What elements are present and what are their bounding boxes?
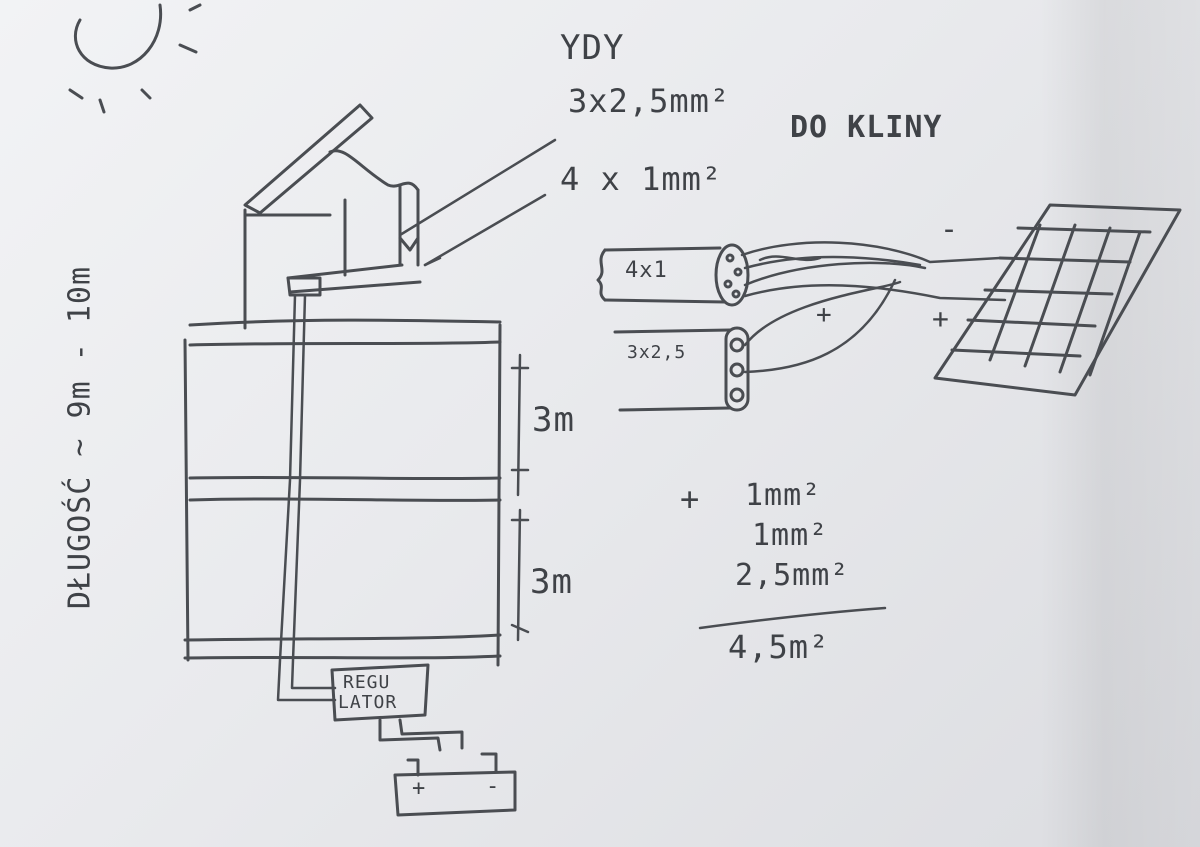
panel-minus-label: - <box>940 212 960 247</box>
cable-spec-1-label: 3x2,5mm² <box>568 82 731 120</box>
cable-b-label: 3x2,5 <box>627 342 687 363</box>
sum-operator: + <box>680 480 701 518</box>
dimension-lines <box>510 353 530 642</box>
roof-solar-panel <box>243 103 420 215</box>
building-outline <box>183 318 502 667</box>
section-1-height-label: 3m <box>532 400 575 440</box>
cable-spec-2-label: 4 x 1mm² <box>560 160 723 198</box>
regulator-label-line-1: REGU <box>343 672 391 693</box>
cable-type-label: YDY <box>560 28 625 68</box>
paper-fold-shadow <box>1040 0 1200 847</box>
section-2-height-label: 3m <box>530 562 573 602</box>
destination-label: DO KLINY <box>790 110 943 145</box>
cable-run <box>276 293 337 702</box>
label-arrows <box>398 138 557 267</box>
tower-structure <box>243 183 422 330</box>
battery-icon <box>378 718 517 817</box>
sum-divider <box>698 606 887 630</box>
sum-total: 4,5m² <box>728 628 830 666</box>
solar-panel-icon <box>933 203 1182 397</box>
sum-line-3: 2,5mm² <box>735 558 850 593</box>
cable-3x2-5-section <box>613 326 750 412</box>
battery-plus-label: + <box>412 776 427 801</box>
regulator-box <box>330 663 430 722</box>
sum-line-2: 1mm² <box>752 518 829 553</box>
sun-icon <box>68 3 202 114</box>
regulator-label-line-2: LATOR <box>338 692 398 713</box>
cable-4x1-section <box>596 243 750 307</box>
length-label: DŁUGOŚĆ ~ 9m - 10m <box>62 265 98 610</box>
cable-a-label: 4x1 <box>625 258 668 283</box>
battery-minus-label: - <box>486 774 501 799</box>
panel-plus-label-1: + <box>816 300 833 330</box>
wires-to-panel <box>740 241 1007 374</box>
sum-line-1: 1mm² <box>745 478 822 513</box>
panel-plus-label-2: + <box>932 302 950 335</box>
